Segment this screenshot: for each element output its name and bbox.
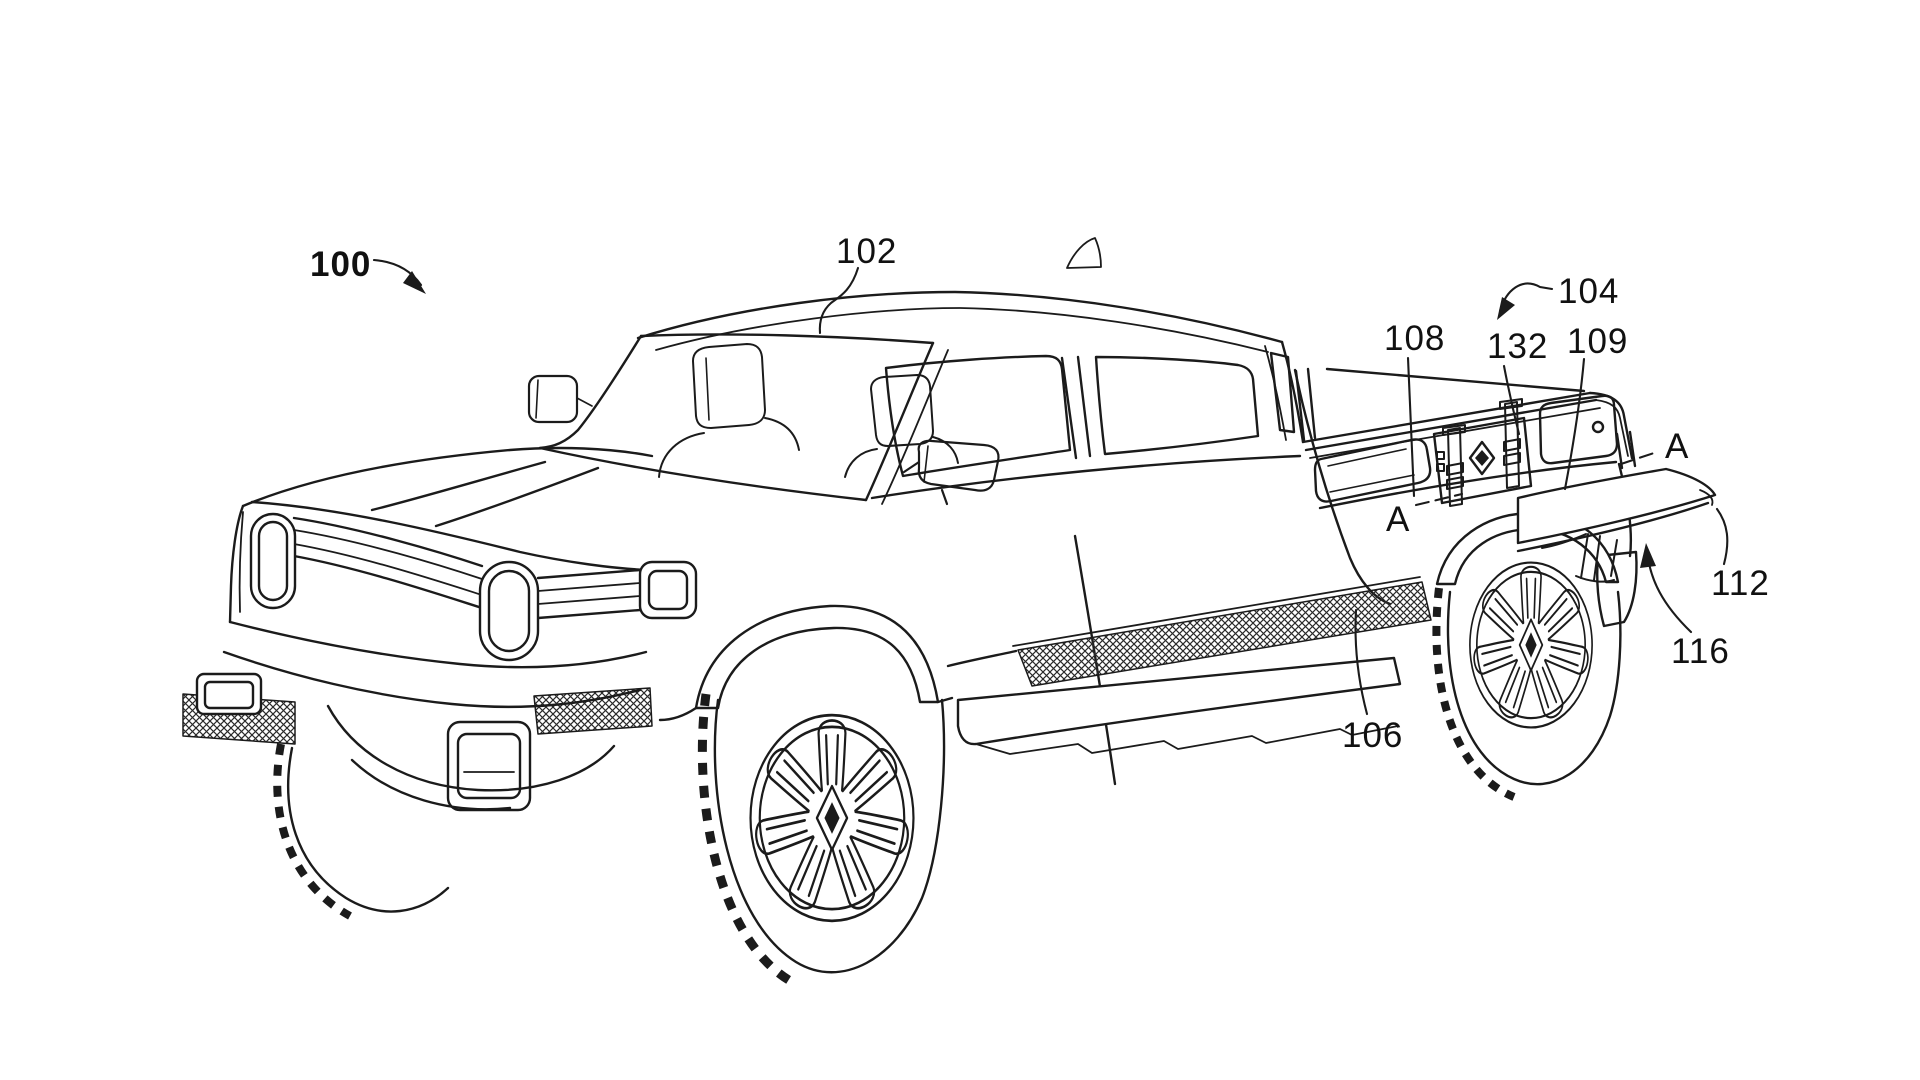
- cargo-table: [1516, 467, 1717, 583]
- ref-label-a-left: A: [1386, 500, 1411, 539]
- ref-label-108: 108: [1384, 319, 1446, 358]
- tie-down-cleats: [1436, 398, 1523, 507]
- front-wheel: [697, 693, 946, 986]
- ref-label-a-right: A: [1665, 427, 1690, 466]
- rocker-hatch-strip: [1017, 581, 1432, 687]
- brand-diamond-emblem: [1468, 440, 1496, 476]
- leader-112: [1715, 507, 1729, 566]
- cleat-panel: [1432, 416, 1533, 505]
- rail-hole: [1591, 420, 1605, 434]
- front-tire-tread: [697, 693, 795, 986]
- tow-point-left: [195, 672, 263, 716]
- bumper-hatch-right: [533, 687, 653, 735]
- greenhouse: [538, 237, 1305, 505]
- c-pillar: [1280, 340, 1305, 444]
- roof-line: [636, 290, 1284, 344]
- side-windows: [870, 351, 1302, 500]
- rail-opening-left: [1313, 438, 1432, 503]
- headrest-driver: [692, 343, 766, 429]
- ref-label-132: 132: [1487, 327, 1549, 366]
- front-light-band: [292, 516, 698, 620]
- section-line-a-left: [1414, 492, 1464, 507]
- table-supports: [1541, 533, 1618, 583]
- hood: [228, 446, 654, 624]
- bed-panel-bottom: [1318, 460, 1618, 510]
- arrowhead-100: [403, 271, 426, 294]
- b-pillar: [1060, 356, 1078, 460]
- rail-opening-right: [1538, 394, 1619, 465]
- headrest-passenger: [870, 374, 934, 447]
- a-pillar-far: [538, 334, 643, 450]
- far-side-front-wheel: [273, 743, 450, 920]
- ref-label-102: 102: [836, 232, 898, 271]
- ref-label-106: 106: [1342, 716, 1404, 755]
- headlight-near: [478, 560, 540, 662]
- arrowhead-104: [1497, 297, 1515, 320]
- rear-tire: [1446, 590, 1622, 786]
- bed-rail-top: [1301, 391, 1592, 444]
- rear-wheel: [1432, 563, 1622, 801]
- rear-mud-flap: [1596, 550, 1638, 628]
- belt-line: [870, 454, 1302, 500]
- front-bumper: [182, 620, 653, 812]
- front-tire: [713, 698, 946, 974]
- skid-plate: [326, 704, 616, 792]
- a-pillar-near: [864, 341, 935, 502]
- rear-rim: [1470, 563, 1592, 728]
- cowl: [538, 446, 868, 502]
- mirror-near: [917, 439, 1000, 492]
- arrowhead-116: [1640, 543, 1656, 568]
- cargo-bed: [1294, 367, 1638, 628]
- leader-109: [1563, 357, 1586, 491]
- mirror-far: [527, 374, 579, 424]
- section-line-a-right: [1619, 450, 1659, 466]
- leader-lines: [372, 258, 1729, 716]
- front-door-window: [884, 354, 1072, 478]
- front-fender-flare: [694, 604, 940, 710]
- headlight-far: [249, 512, 297, 610]
- ref-label-112: 112: [1711, 564, 1770, 603]
- roof-antenna-fin: [1066, 237, 1102, 269]
- ref-label-104: 104: [1558, 272, 1620, 311]
- windshield-header: [639, 333, 935, 345]
- ref-label-109: 109: [1567, 322, 1629, 361]
- bed-far-wall-top: [1325, 367, 1586, 393]
- quarter-window: [1269, 351, 1296, 434]
- cab-rear-edge: [1293, 368, 1392, 606]
- seats: [658, 343, 959, 478]
- running-board: [956, 656, 1402, 755]
- leader-108: [1406, 356, 1416, 498]
- ref-label-116: 116: [1671, 632, 1730, 671]
- mirrors: [527, 374, 1000, 506]
- rear-tire-tread: [1432, 587, 1516, 801]
- front-rim: [751, 715, 914, 921]
- rear-door-window: [1094, 355, 1260, 456]
- leader-106: [1354, 608, 1369, 716]
- leader-102: [818, 266, 860, 335]
- ref-label-100: 100: [310, 245, 372, 284]
- leader-132: [1502, 364, 1521, 436]
